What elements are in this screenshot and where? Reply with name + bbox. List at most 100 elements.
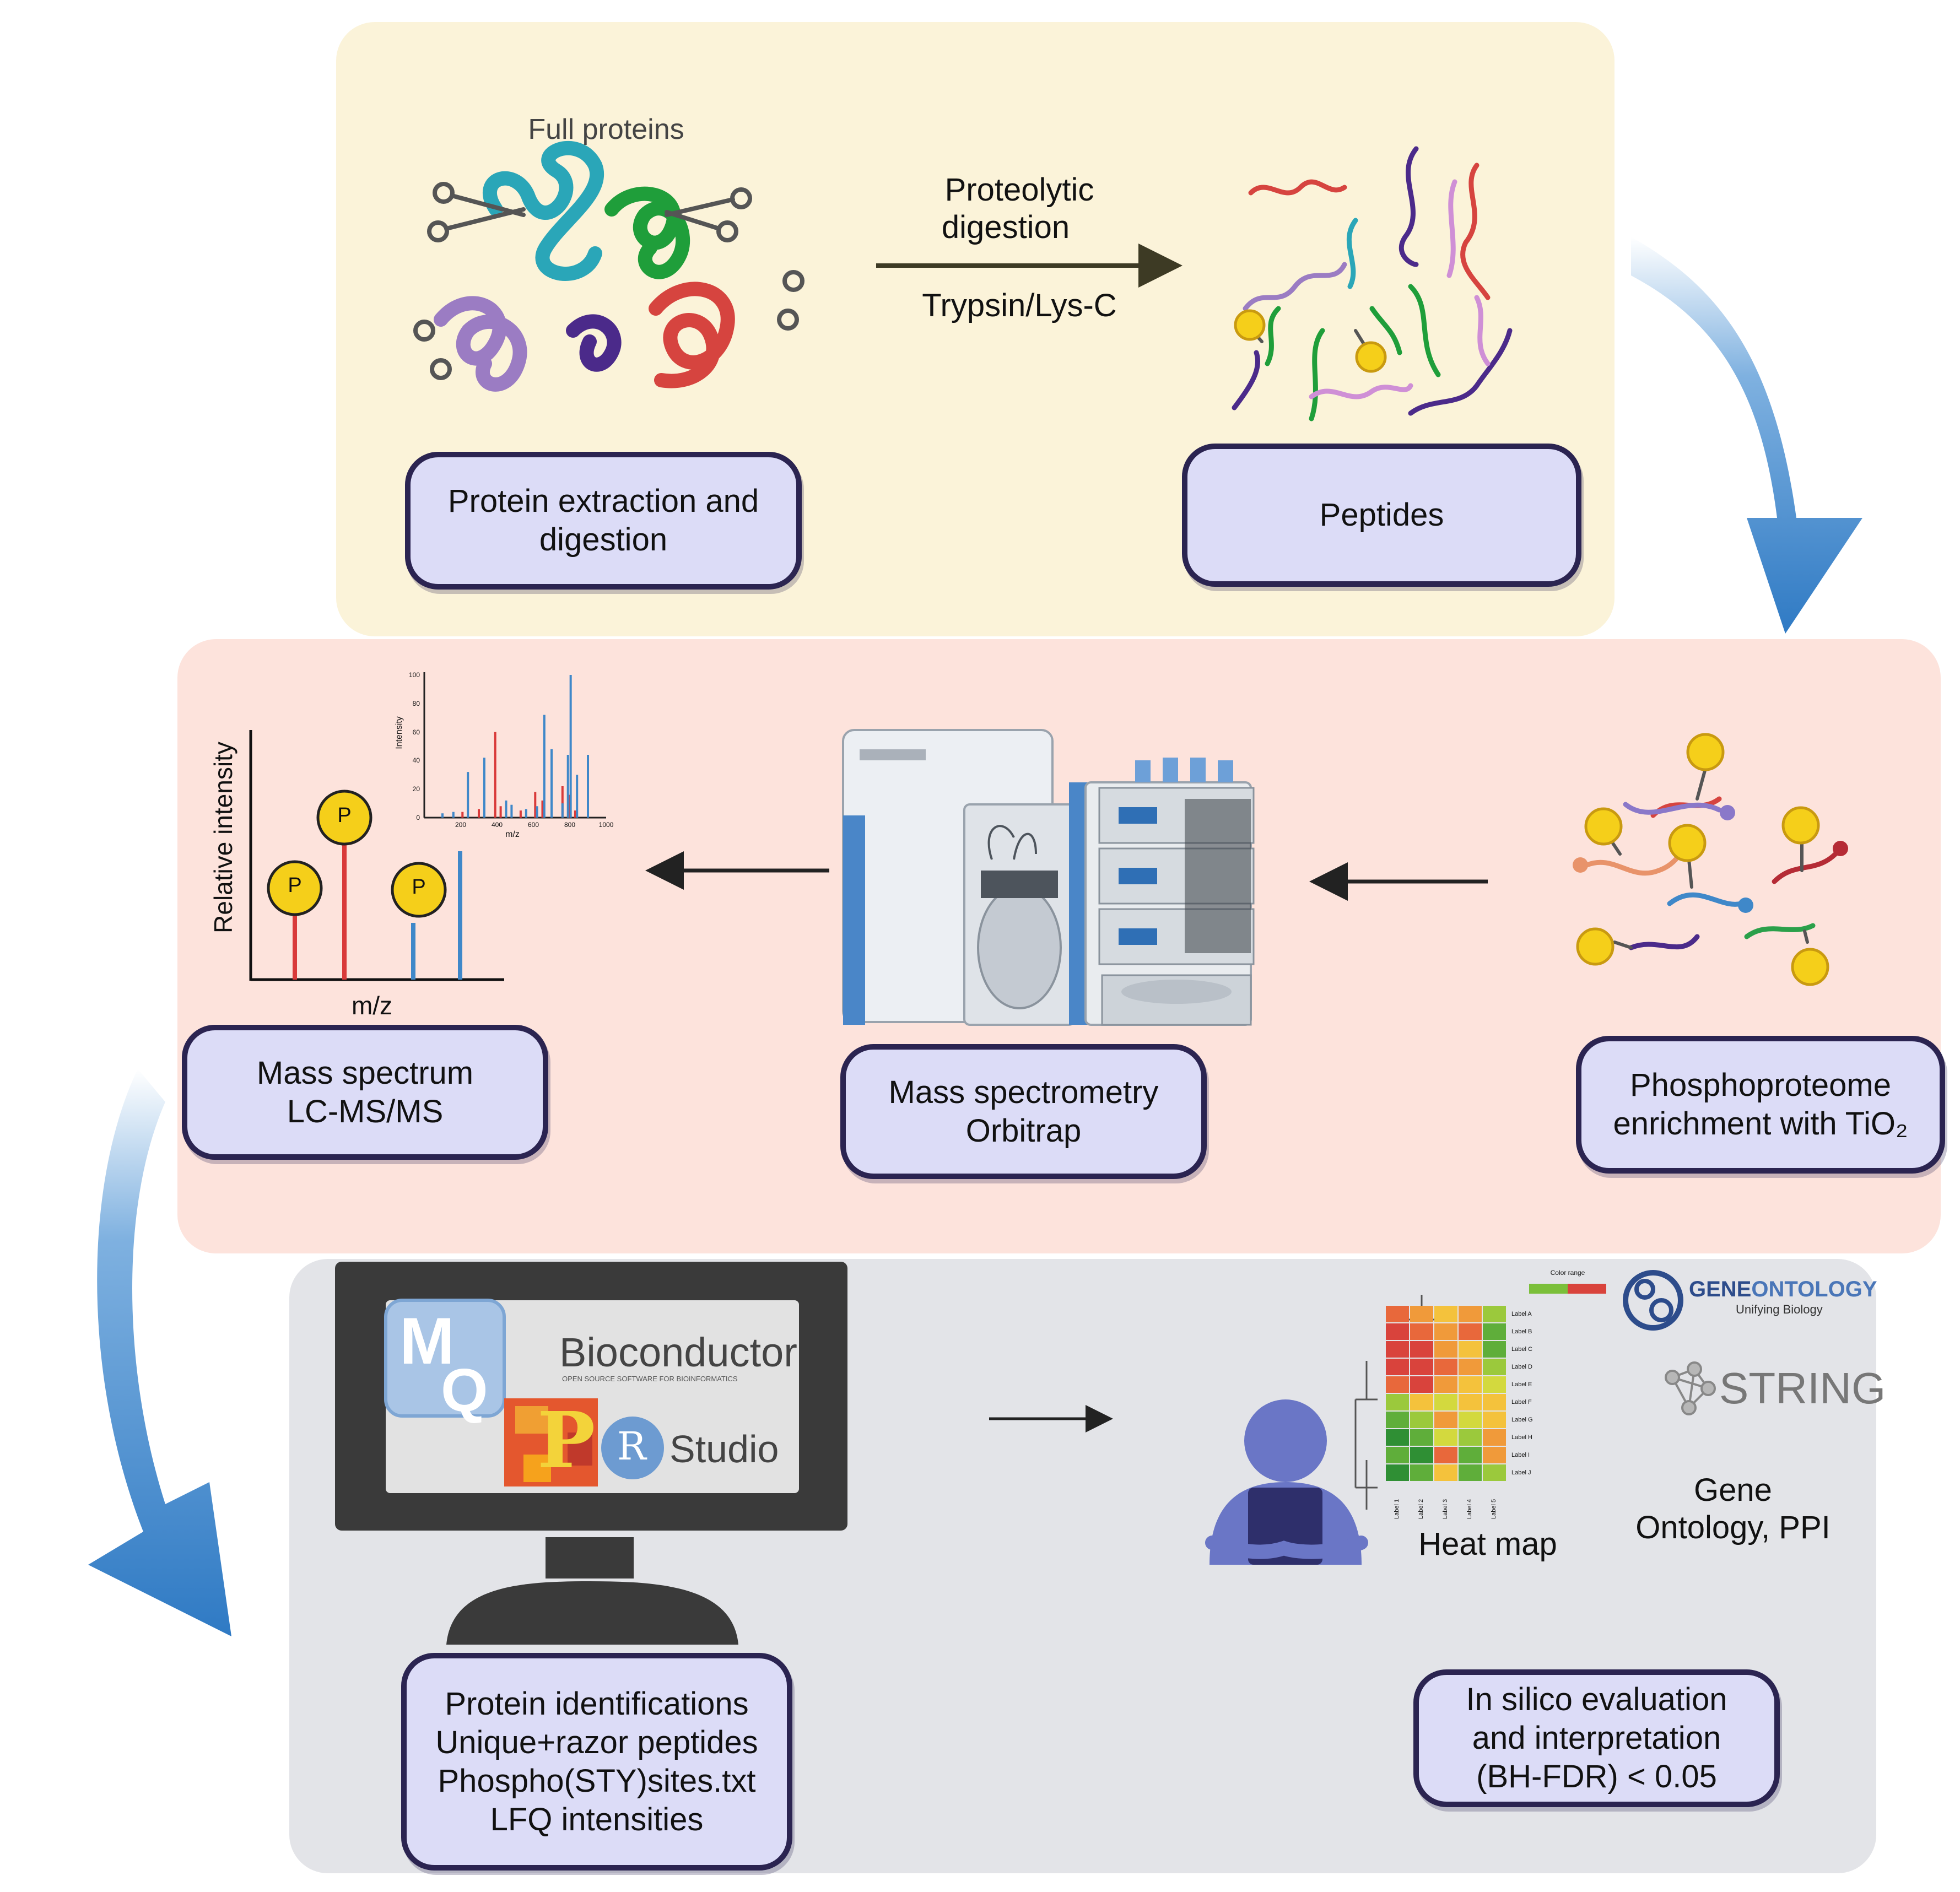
heatmap-cell	[1459, 1394, 1482, 1410]
heatmap-cell	[1386, 1447, 1409, 1463]
heatmap-cell	[1459, 1376, 1482, 1393]
mini-spectrum-axes	[423, 672, 606, 819]
protein-extraction-box: Protein extraction and digestion	[405, 452, 802, 590]
heatmap-cell	[1386, 1376, 1409, 1393]
heatmap-cell	[1483, 1412, 1506, 1428]
heatmap-row-label: Label B	[1511, 1328, 1532, 1335]
heatmap-cell	[1483, 1429, 1506, 1446]
heatmap-cell	[1459, 1412, 1482, 1428]
ident-line3: Phospho(STY)sites.txt	[438, 1763, 756, 1799]
geneontology-gene: GENE	[1689, 1277, 1752, 1301]
heatmap-col-label: Label 4	[1466, 1499, 1473, 1519]
heatmap-cell	[1434, 1429, 1457, 1446]
heatmap-cell	[1483, 1341, 1506, 1358]
heatmap-cell	[1410, 1376, 1433, 1393]
phospho-mark-2: P	[337, 804, 352, 827]
mini-chart-xtick: 1000	[598, 821, 614, 829]
heatmap-row-label: Label G	[1511, 1417, 1533, 1423]
string-network-icon	[1665, 1361, 1716, 1415]
mini-chart-ytick: 40	[412, 756, 420, 765]
insilico-line2: and interpretation	[1472, 1720, 1721, 1756]
heatmap-row-label: Label A	[1511, 1311, 1532, 1317]
heatmap-cell	[1459, 1323, 1482, 1340]
heatmap-cell	[1386, 1341, 1409, 1358]
heatmap-cell	[1410, 1394, 1433, 1410]
heatmap-cell	[1483, 1394, 1506, 1410]
mini-chart-xtick: 200	[455, 821, 467, 829]
heatmap-cell	[1483, 1323, 1506, 1340]
phospho-mark-3: P	[412, 875, 426, 899]
mass-spectrometry-line1: Mass spectrometry	[888, 1074, 1159, 1110]
heatmap-cell	[1386, 1306, 1409, 1322]
mass-spectrum-line2: LC-MS/MS	[287, 1093, 444, 1129]
heatmap-row-label: Label I	[1511, 1452, 1530, 1458]
heatmap-col-label: Label 5	[1491, 1499, 1497, 1519]
proteolytic-label: Proteolytic	[944, 172, 1094, 208]
rstudio-r-logo: R	[617, 1424, 646, 1469]
heatmap-col-label: Label 2	[1418, 1499, 1424, 1519]
phospho-spectrum-plot	[249, 730, 504, 981]
heatmap-cells	[1386, 1306, 1506, 1481]
heatmap-cell	[1459, 1341, 1482, 1358]
mass-spectrum-box: Mass spectrum LC-MS/MS	[182, 1025, 548, 1160]
peptides-label: Peptides	[1319, 497, 1444, 533]
heatmap-cell	[1483, 1447, 1506, 1463]
heatmap-cell	[1410, 1306, 1433, 1322]
heatmap-cell	[1434, 1464, 1457, 1481]
phosphoproteome-enrichment-box: Phosphoproteome enrichment with TiO₂	[1576, 1036, 1945, 1174]
protein-extraction-line1: Protein extraction and	[447, 483, 759, 519]
phospho-mark-1: P	[288, 874, 302, 897]
go-ppi-line1: Gene	[1694, 1472, 1772, 1508]
heatmap-cell	[1410, 1359, 1433, 1375]
mini-chart-xlabel: m/z	[505, 830, 520, 839]
digestion-label: digestion	[941, 209, 1070, 245]
ident-line1: Protein identifications	[445, 1685, 749, 1722]
mini-chart-ytick: 100	[408, 671, 420, 679]
bioconductor-logo: Bioconductor	[559, 1329, 797, 1375]
insilico-line3: (BH-FDR) < 0.05	[1476, 1759, 1717, 1794]
heatmap-cell	[1410, 1464, 1433, 1481]
heatmap-cell	[1483, 1359, 1506, 1375]
mass-spectrometry-box: Mass spectrometry Orbitrap	[840, 1044, 1207, 1179]
insilico-line1: In silico evaluation	[1466, 1682, 1727, 1717]
heatmap-cell	[1459, 1464, 1482, 1481]
heatmap-row-label: Label J	[1511, 1469, 1531, 1476]
heatmap-row-label: Label F	[1511, 1399, 1532, 1406]
mass-spectrum-line1: Mass spectrum	[256, 1055, 474, 1091]
heatmap-cell	[1386, 1429, 1409, 1446]
heatmap-row-label: Label H	[1511, 1434, 1532, 1441]
flow-arrow-right	[1631, 237, 1862, 634]
mass-spectrometry-line2: Orbitrap	[965, 1112, 1082, 1149]
heatmap-cell	[1434, 1447, 1457, 1463]
phosphopeptides-icon	[1573, 733, 1848, 986]
heatmap-cell	[1434, 1323, 1457, 1340]
string-logo: STRING	[1719, 1364, 1886, 1413]
geneontology-logo-text: GENEONTOLOGY	[1689, 1277, 1877, 1301]
full-proteins-icon	[413, 140, 804, 392]
flow-arrow-left	[88, 1069, 231, 1636]
peptides-box: Peptides	[1182, 444, 1581, 587]
heatmap-cell	[1434, 1341, 1457, 1358]
bioconductor-subtitle: OPEN SOURCE SOFTWARE FOR BIOINFORMATICS	[562, 1375, 738, 1383]
heatmap-cell	[1386, 1394, 1409, 1410]
heatmap-cell	[1410, 1429, 1433, 1446]
heatmap-color-range: Color range	[1550, 1269, 1585, 1277]
mini-chart-xtick: 400	[491, 821, 503, 829]
geneontology-subtitle: Unifying Biology	[1736, 1302, 1823, 1316]
analyst-icon	[1205, 1399, 1368, 1565]
heatmap-cell	[1386, 1323, 1409, 1340]
mini-chart-ytick: 80	[412, 699, 420, 707]
heatmap-row-label: Label D	[1511, 1364, 1532, 1370]
mini-chart-xtick: 600	[527, 821, 539, 829]
geneontology-logo-icon	[1623, 1270, 1683, 1331]
mz-label: m/z	[351, 991, 393, 1020]
heatmap-label: Heat map	[1418, 1526, 1557, 1562]
heatmap-cell	[1459, 1359, 1482, 1375]
geneontology-ontology: ONTOLOGY	[1751, 1277, 1877, 1301]
heatmap-cell	[1459, 1306, 1482, 1322]
enzyme-label: Trypsin/Lys-C	[922, 288, 1117, 323]
mini-chart-ytick: 20	[412, 785, 420, 793]
mini-spectrum-bars	[441, 675, 589, 818]
in-silico-evaluation-box: In silico evaluation and interpretation …	[1413, 1669, 1780, 1807]
